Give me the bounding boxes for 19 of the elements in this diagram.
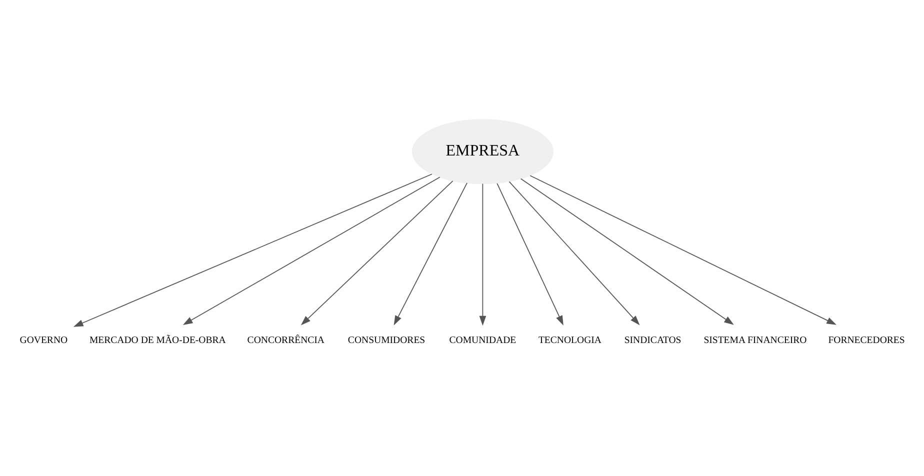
node-text: MERCADO DE MÃO-DE-OBRA	[89, 334, 226, 346]
arrow	[394, 182, 468, 326]
node-text: TECNOLOGIA	[538, 334, 602, 346]
arrow	[479, 183, 486, 326]
node-text: GOVERNO	[20, 334, 68, 346]
arrow	[73, 174, 432, 327]
node-text: CONSUMIDORES	[348, 334, 426, 346]
arrow	[300, 180, 454, 326]
arrow	[496, 182, 564, 326]
arrow	[182, 176, 440, 326]
arrow	[508, 181, 640, 326]
arrow	[520, 178, 734, 325]
node-ellipse: EMPRESA	[412, 119, 554, 184]
node-text: SINDICATOS	[624, 334, 682, 346]
node-text: COMUNIDADE	[449, 334, 516, 346]
arrow	[530, 175, 836, 325]
node-text: CONCORRÊNCIA	[247, 334, 324, 346]
node-text: FORNECEDORES	[828, 334, 905, 346]
node-text: SISTEMA FINANCEIRO	[704, 334, 807, 346]
